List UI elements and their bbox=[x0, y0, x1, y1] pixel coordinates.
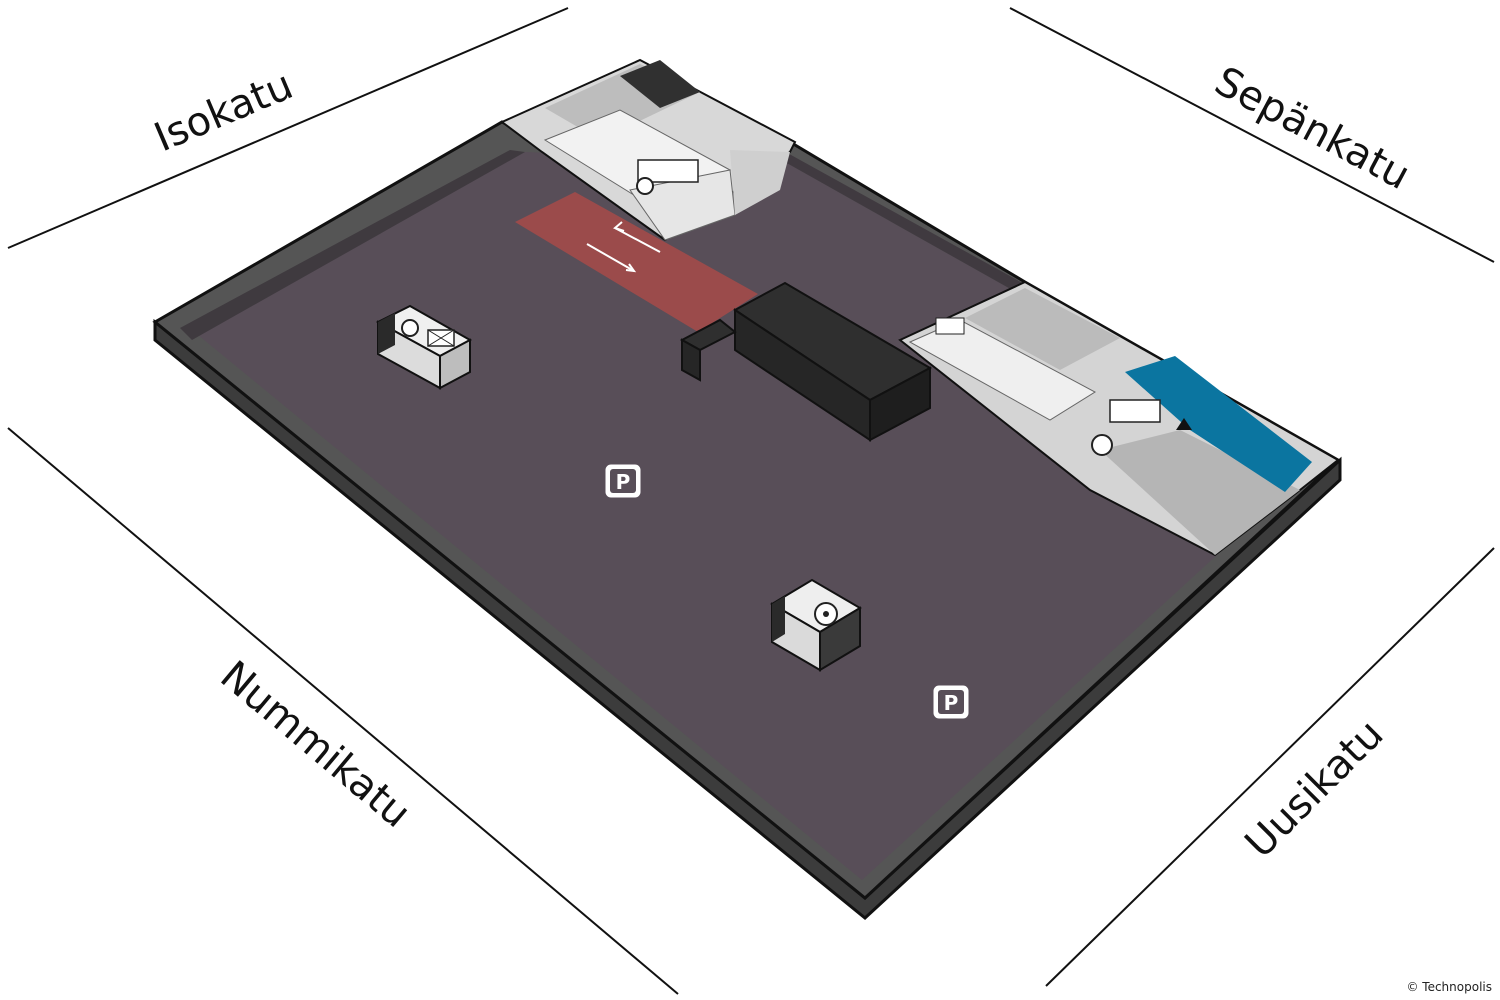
water-area bbox=[1125, 356, 1312, 492]
inner-wall-east bbox=[782, 150, 1030, 300]
elevator-core-west bbox=[375, 304, 473, 390]
north-annex bbox=[500, 58, 797, 242]
street-label-uusikatu: Uusikatu bbox=[1237, 711, 1393, 867]
street-label-isokatu: Isokatu bbox=[148, 62, 300, 161]
parking-label: P bbox=[616, 470, 631, 494]
up-arrow-icon bbox=[1176, 418, 1192, 430]
driveway-ramp bbox=[515, 192, 758, 332]
street-lines bbox=[7, 7, 1495, 995]
parking-icon: P bbox=[933, 685, 969, 719]
copyright-notice: © Technopolis bbox=[1406, 980, 1492, 994]
inner-wall-north bbox=[180, 150, 525, 340]
stairs-core-south bbox=[770, 578, 862, 672]
street-label-nummikatu: Nummikatu bbox=[212, 652, 420, 837]
east-annex bbox=[898, 280, 1340, 557]
core-block bbox=[679, 281, 933, 442]
two-way-arrow-icon bbox=[586, 221, 661, 273]
parking-label: P bbox=[944, 691, 959, 715]
elevator-icon bbox=[427, 329, 455, 347]
parking-icon: P bbox=[605, 464, 641, 498]
